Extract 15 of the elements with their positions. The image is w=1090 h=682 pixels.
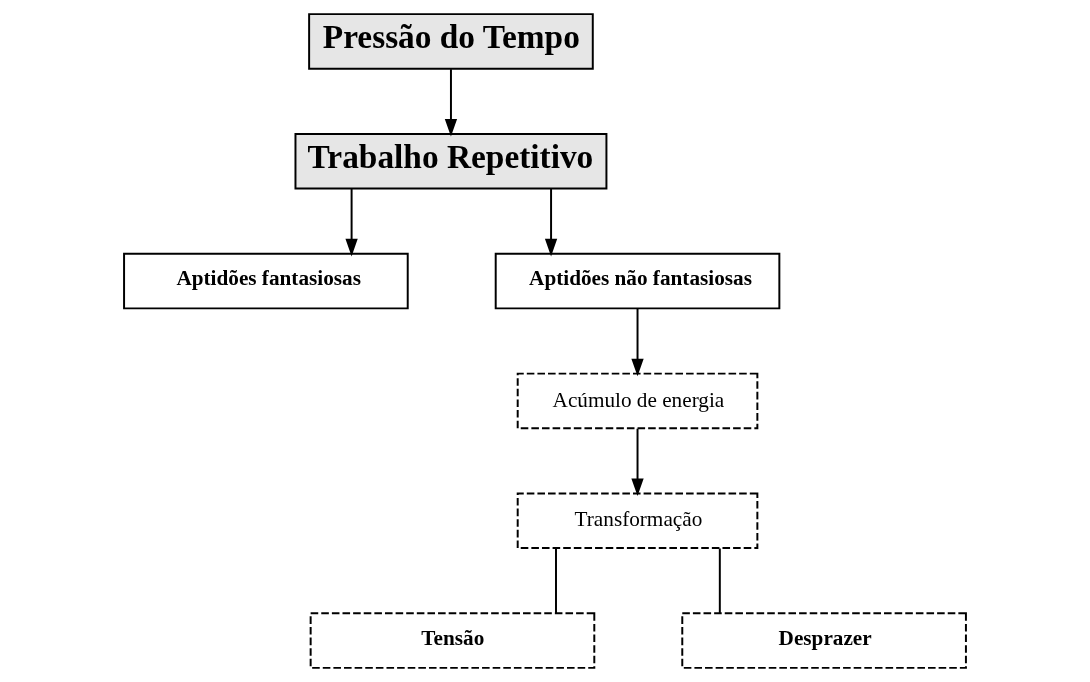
node-box: Transformação: [516, 492, 759, 550]
node-box: Tensão: [309, 612, 596, 669]
arrow: [345, 188, 358, 257]
arrow: [444, 68, 458, 137]
arrow: [631, 427, 644, 497]
node-box: Desprazer: [681, 612, 967, 669]
connector: [555, 547, 557, 614]
node-box: Pressão do Tempo: [308, 13, 594, 70]
node-box: Aptidões fantasiosas: [123, 252, 409, 310]
node-box: Acúmulo de energia: [516, 372, 759, 430]
connector: [718, 547, 721, 614]
node-box: Trabalho Repetitivo: [294, 132, 608, 190]
arrow: [631, 307, 644, 377]
node-box: Aptidões não fantasiosas: [494, 252, 781, 310]
arrow: [544, 188, 558, 257]
